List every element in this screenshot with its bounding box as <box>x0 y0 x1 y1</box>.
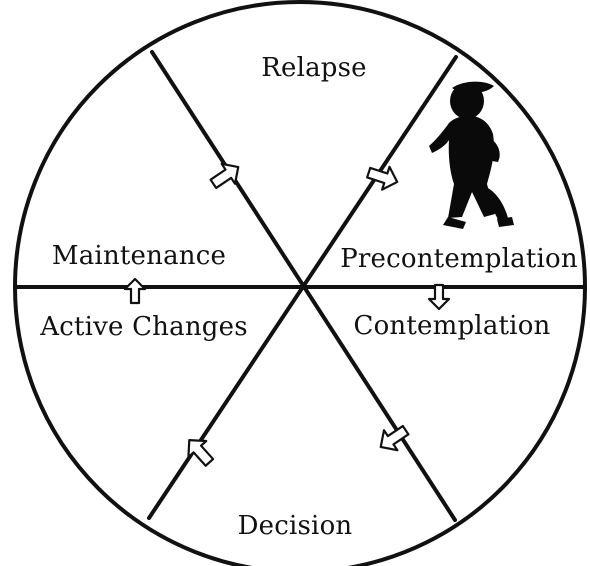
person-foot-left <box>443 217 466 229</box>
stage-label-precontemplation: Precontemplation <box>340 244 578 274</box>
cycle-arrow-icon <box>209 162 240 190</box>
arrow-active-changes-to-maintenance <box>123 277 147 305</box>
arrow-maintenance-to-relapse <box>209 162 240 190</box>
stage-label-maintenance: Maintenance <box>52 241 226 271</box>
person-foot-right <box>497 217 514 227</box>
cycle-arrow-icon <box>123 277 147 305</box>
person-leg-right <box>482 186 508 222</box>
stage-label-decision: Decision <box>238 511 353 541</box>
cycle-arrow-icon <box>379 424 410 452</box>
cycle-arrow-icon <box>427 283 451 311</box>
stage-label-active-changes: Active Changes <box>39 312 248 342</box>
stage-label-contemplation: Contemplation <box>353 311 550 341</box>
arrow-contemplation-to-decision <box>379 424 410 452</box>
arrow-decision-to-active-changes <box>187 439 215 467</box>
person-cap <box>452 81 494 93</box>
walking-person-icon <box>429 81 514 229</box>
person-arm <box>487 138 500 162</box>
person-body <box>429 115 495 218</box>
arrow-relapse-to-precontemplation <box>366 165 399 191</box>
arrow-precontemplation-to-contemplation <box>427 283 451 311</box>
cycle-arrow-icon <box>366 165 399 191</box>
stage-label-relapse: Relapse <box>261 53 367 83</box>
cycle-arrow-icon <box>187 439 215 467</box>
